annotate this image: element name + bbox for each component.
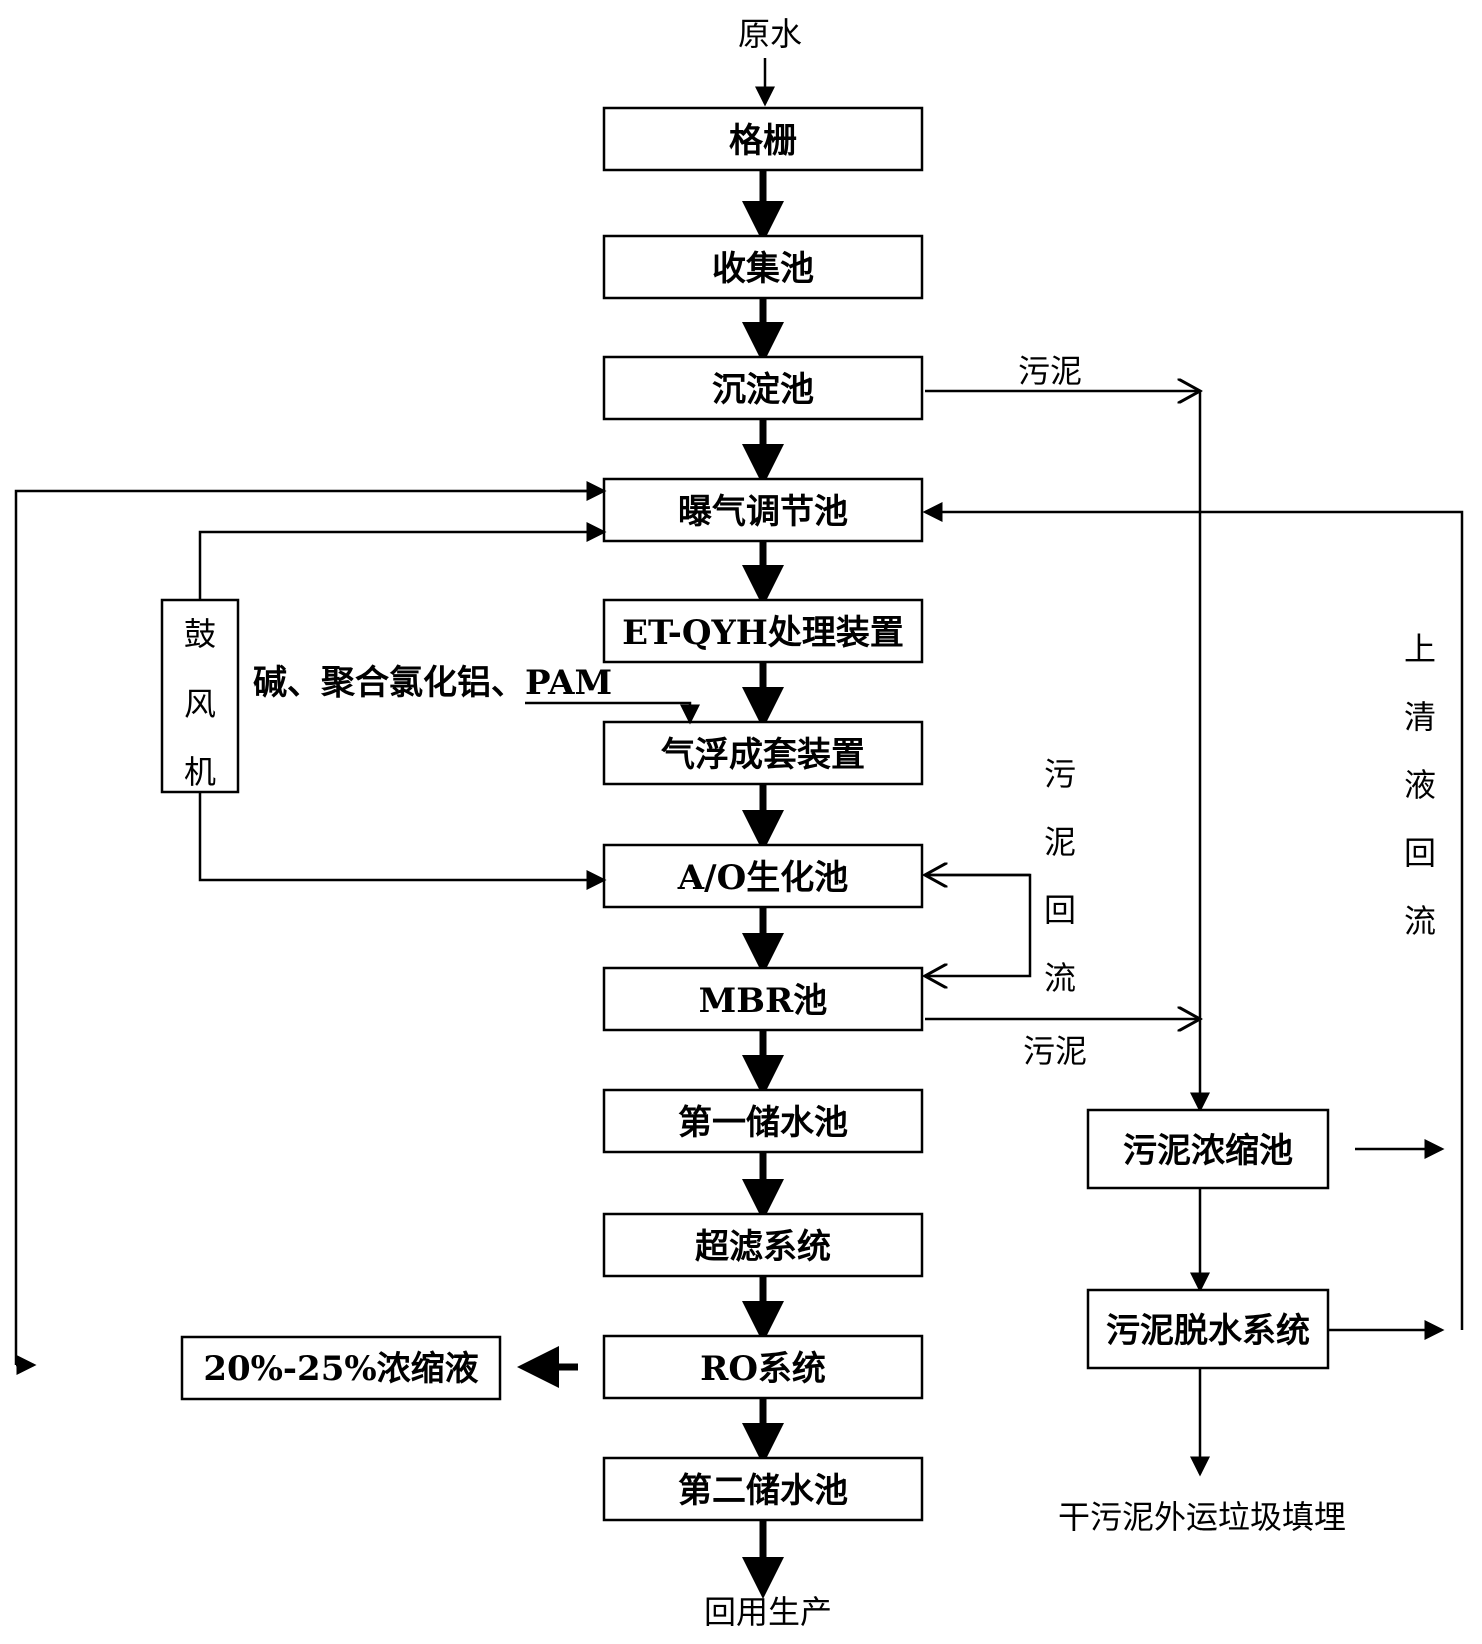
step-box-8 [602, 966, 924, 1032]
step-box-12 [602, 1456, 924, 1522]
sludge-dewatering-box [1086, 1288, 1330, 1370]
return-line-left [14, 489, 604, 1365]
sludge-return-char-2: 泥 [1044, 823, 1076, 861]
step-box-3 [602, 355, 924, 421]
step-label-10: 超滤系统 [695, 1227, 831, 1267]
sludge-thickener-box [1086, 1108, 1330, 1190]
step-box-5 [602, 598, 924, 664]
chemicals-arrow [525, 701, 700, 725]
step-box-7 [602, 843, 924, 909]
step-label-6: 气浮成套装置 [660, 735, 865, 775]
blower-char-1: 鼓 [184, 615, 216, 653]
supernatant-return-line [922, 502, 1464, 1330]
concentrate-label: 20%-25%浓缩液 [203, 1349, 478, 1389]
step-box-9 [602, 1088, 924, 1154]
chemicals-label: 碱、聚合氯化铝、PAM [253, 663, 612, 703]
step-label-2: 收集池 [712, 249, 814, 289]
sludge-label-top: 污泥 [1018, 352, 1082, 390]
step-label-9: 第一储水池 [678, 1103, 848, 1143]
sludge-label-mbr: 污泥 [1023, 1032, 1087, 1070]
blower-to-ao-arrow [198, 792, 607, 890]
supernatant-char-1: 上 [1404, 630, 1436, 668]
step-box-4 [602, 477, 924, 543]
supernatant-char-5: 流 [1404, 902, 1436, 940]
sludge-return-lower [925, 873, 1032, 976]
step-label-7: A/O生化池 [677, 858, 848, 898]
product-label: 回用生产 [704, 1593, 832, 1631]
step-label-12: 第二储水池 [678, 1471, 848, 1511]
step-label-1: 格栅 [729, 121, 797, 161]
source-label: 原水 [738, 15, 802, 53]
concentrate-box [180, 1335, 502, 1401]
sludge-thickener-label: 污泥浓缩池 [1123, 1131, 1293, 1171]
step-box-2 [602, 234, 924, 300]
sludge-dewatering-label: 污泥脱水系统 [1106, 1311, 1310, 1351]
step-label-8: MBR池 [699, 981, 828, 1021]
sludge-return-char-4: 流 [1044, 959, 1076, 997]
blower-to-aeration-arrow [198, 522, 607, 600]
supernatant-char-2: 清 [1404, 698, 1436, 736]
dry-sludge-label: 干污泥外运垃圾填埋 [1058, 1498, 1346, 1536]
step-box-6 [602, 720, 924, 786]
step-label-3: 沉淀池 [712, 370, 814, 410]
step-label-11: RO系统 [700, 1349, 826, 1389]
blower-char-2: 风 [184, 685, 216, 723]
step-box-10 [602, 1212, 924, 1278]
sludge-return-char-3: 回 [1044, 891, 1076, 929]
step-label-4: 曝气调节池 [678, 492, 848, 532]
step-label-5: ET-QYH处理装置 [622, 613, 904, 653]
blower-box [160, 598, 240, 794]
supernatant-char-4: 回 [1404, 834, 1436, 872]
sludge-return-char-1: 污 [1044, 755, 1076, 793]
supernatant-char-3: 液 [1404, 766, 1436, 804]
step-box-11 [602, 1334, 924, 1400]
blower-char-3: 机 [184, 753, 216, 791]
